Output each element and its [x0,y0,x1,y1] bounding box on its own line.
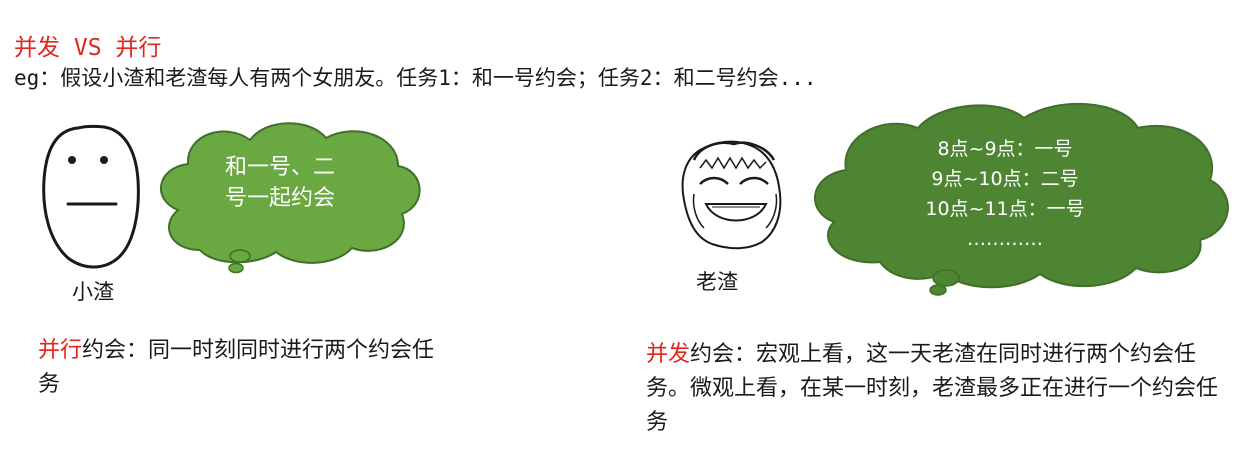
schedule-line: 10点~11点：一号 [925,198,1085,220]
character-name-right: 老渣 [696,270,738,294]
intro-text: eg：假设小渣和老渣每人有两个女朋友。任务1：和一号约会；任务2：和二号约会..… [14,66,817,90]
parallel-keyword: 并行 [38,338,83,363]
bubble-left-text: 和一号、二 号一起约会 [200,152,360,214]
thought-bubble-left [160,122,421,274]
bubble-left-line: 和一号、二 [224,155,335,180]
schedule-ellipsis: ………… [967,228,1043,250]
schedule-line: 8点~9点：一号 [937,138,1073,160]
bubble-left-line: 号一起约会 [224,186,335,211]
bubble-right-text: 8点~9点：一号 9点~10点：二号 10点~11点：一号 ………… [880,134,1130,254]
meh-face-icon [42,124,140,269]
character-name-left: 小渣 [72,280,114,304]
grinning-face-icon [681,140,782,250]
schedule-line: 9点~10点：二号 [931,168,1079,190]
page-title: 并发 VS 并行 [14,35,162,61]
parallel-description-text: 约会：同一时刻同时进行两个约会任务 [38,338,435,397]
parallel-description: 并行约会：同一时刻同时进行两个约会任务 [38,334,438,402]
thought-bubble-right [813,102,1229,296]
concurrent-description: 并发约会：宏观上看，这一天老渣在同时进行两个约会任务。微观上看，在某一时刻，老渣… [646,338,1236,440]
concurrent-keyword: 并发 [646,342,691,367]
concurrent-description-text: 约会：宏观上看，这一天老渣在同时进行两个约会任务。微观上看，在某一时刻，老渣最多… [646,342,1219,435]
